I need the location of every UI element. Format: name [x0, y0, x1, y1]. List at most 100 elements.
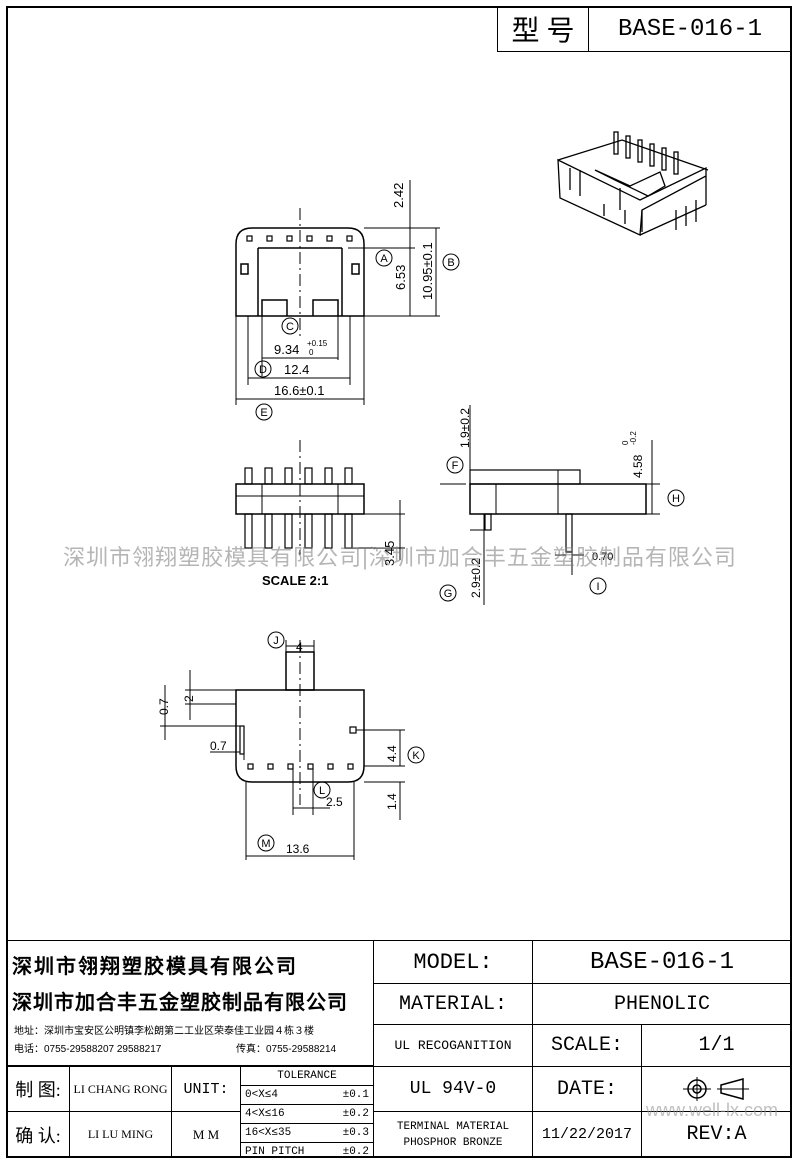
material-value: PHENOLIC — [532, 983, 792, 1025]
dim-1-9: 1.9±0.2 — [458, 408, 472, 448]
ul-value: UL 94V-0 — [373, 1066, 533, 1112]
material-value-text: PHENOLIC — [613, 992, 710, 1016]
material-label: MATERIAL: — [373, 983, 533, 1025]
callout-f-letter: F — [452, 460, 459, 472]
dim-4-58-upper: 0 — [621, 440, 630, 445]
tolerance-range: 4<X≤16 — [245, 1108, 285, 1120]
tolerance-row: PIN PITCH ±0.2 — [241, 1143, 373, 1161]
check-label-text: 确 认: — [15, 1125, 61, 1146]
company-watermark: 深圳市翎翔塑胶模具有限公司|深圳市加合丰五金塑胶制品有限公司 — [63, 545, 737, 570]
callout-m-letter: M — [261, 838, 270, 850]
check-name-text: LI LU MING — [87, 1127, 154, 1141]
tolerance-range: 0<X≤4 — [245, 1089, 279, 1101]
header-label: 型 号 — [497, 6, 589, 52]
scale-value: 1/1 — [641, 1024, 792, 1067]
dim-16-6: 16.6±0.1 — [274, 383, 325, 398]
terminal-material: TERMINAL MATERIAL PHOSPHOR BRONZE — [373, 1111, 533, 1158]
callout-b-letter: B — [447, 257, 454, 269]
date-label: DATE: — [532, 1066, 642, 1112]
tolerance-value: ±0.2 — [342, 1108, 369, 1120]
callout-e — [255, 403, 273, 421]
dim-1-4: 1.4 — [385, 793, 399, 810]
callout-e-letter: E — [260, 407, 267, 419]
dim-13-6: 13.6 — [286, 842, 310, 856]
dim-9-34: 9.34 — [274, 342, 299, 357]
tolerance-row: 16<X≤35±0.3 — [241, 1124, 373, 1143]
callout-g — [439, 584, 457, 602]
company-fax: 传真：0755-29588214 — [236, 1044, 337, 1055]
front-pins-top — [244, 467, 353, 485]
tolerance-range: PIN PITCH — [245, 1146, 305, 1158]
drawn-label: 制 图: — [6, 1066, 70, 1112]
isometric-view — [557, 131, 709, 236]
model-value-text: BASE-016-1 — [589, 948, 735, 976]
callout-d-letter: D — [259, 364, 267, 376]
top-view: 2.42 6.53 10.95±0.1 9.34 +0.15 0 12.4 16… — [235, 180, 460, 421]
callout-g-letter: G — [444, 588, 453, 600]
check-name: LI LU MING — [69, 1111, 172, 1158]
terminal-material-line2: PHOSPHOR BRONZE — [403, 1136, 503, 1149]
dim-4-4: 4.4 — [385, 745, 399, 762]
unit-label: UNIT: — [171, 1066, 241, 1112]
rev-label-text: REV:A — [686, 1123, 747, 1146]
tolerance-value: ±0.1 — [342, 1089, 369, 1101]
callout-a-letter: A — [380, 253, 388, 265]
dim-3-45: 3.45 — [382, 541, 397, 566]
callout-a — [375, 249, 393, 267]
callout-i — [589, 577, 607, 595]
tolerance-row: 0<X≤4 ±0.1 — [241, 1086, 373, 1105]
callout-k-letter: K — [412, 750, 420, 762]
header-model: BASE-016-1 — [588, 6, 792, 52]
dim-9-34-lower: 0 — [309, 348, 314, 357]
tolerance-value: ±0.3 — [342, 1127, 369, 1139]
check-label: 确 认: — [6, 1111, 70, 1158]
callout-j — [267, 631, 285, 649]
dim-12-4: 12.4 — [284, 362, 309, 377]
side-view: 1.9±0.2 4.58 0 -0.2 2.9±0.2 0.70 F G H I — [439, 405, 685, 605]
dim-4-58: 4.58 — [631, 454, 645, 478]
material-label-text: MATERIAL: — [398, 992, 508, 1016]
callout-k — [407, 746, 425, 764]
callout-l — [313, 781, 331, 799]
ul-label-text: UL RECOGANITION — [394, 1038, 512, 1053]
callout-j-letter: J — [273, 635, 279, 647]
tolerance-value: ±0.2 — [342, 1146, 369, 1158]
callout-l-letter: L — [319, 785, 325, 797]
callout-m — [257, 834, 275, 852]
unit-value-text: M M — [192, 1126, 220, 1142]
site-watermark: www.well-lx.com — [645, 1100, 778, 1120]
tolerance-title: TOLERANCE — [241, 1067, 373, 1086]
callout-h-letter: H — [672, 493, 680, 505]
drawn-label-text: 制 图: — [15, 1080, 61, 1100]
bottom-view: 4 2 0.7 0.7 4.4 2.5 1.4 13.6 J K L M — [157, 631, 425, 860]
dim-2-42: 2.42 — [391, 183, 406, 208]
dim-9-34-upper: +0.15 — [307, 339, 328, 348]
scale-value-text: 1/1 — [698, 1034, 735, 1057]
dim-2-5: 2.5 — [326, 795, 343, 809]
callout-c — [281, 317, 299, 335]
dim-2-9: 2.9±0.2 — [469, 558, 483, 598]
dim-10-95: 10.95±0.1 — [420, 242, 435, 300]
dim-0-7-left: 0.7 — [157, 698, 171, 715]
front-pins-bottom — [244, 513, 353, 549]
iso-pins — [613, 131, 679, 175]
unit-value: M M — [171, 1111, 241, 1158]
third-angle-projection-icon — [682, 1077, 749, 1101]
scale-note: SCALE 2:1 — [262, 573, 328, 588]
company-name-2: 深圳市加合丰五金塑胶制品有限公司 — [12, 992, 348, 1014]
top-view-pin-holes — [246, 235, 353, 242]
scale-label-text: SCALE: — [550, 1034, 623, 1057]
callout-d — [254, 360, 272, 378]
company-phone: 电话：0755-29588207 29588217 — [14, 1044, 162, 1055]
dim-0-7-pin: 0.7 — [210, 739, 227, 753]
callout-h — [667, 489, 685, 507]
rev-label: REV:A — [641, 1111, 792, 1158]
dim-2: 2 — [182, 695, 196, 702]
company-name-1: 深圳市翎翔塑胶模具有限公司 — [12, 956, 298, 978]
header-model-text: BASE-016-1 — [617, 15, 763, 43]
callout-f — [446, 456, 464, 474]
model-label: MODEL: — [373, 940, 533, 984]
ul-label: UL RECOGANITION — [373, 1024, 533, 1067]
drawn-name: LI CHANG RONG — [69, 1066, 172, 1112]
company-address: 地址：深圳市宝安区公明镇李松朗第二工业区荣泰佳工业园４栋３楼 — [14, 1026, 314, 1037]
